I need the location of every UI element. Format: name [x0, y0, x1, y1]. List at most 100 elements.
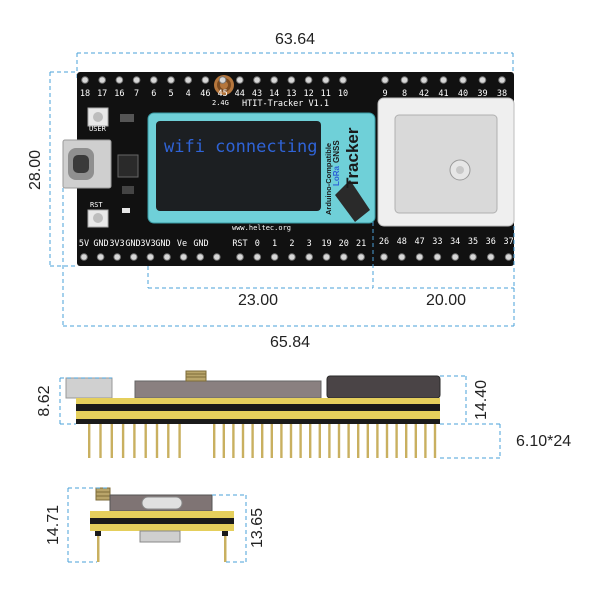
dim-side-right: 14.40 — [440, 375, 500, 425]
side-pin — [232, 424, 235, 458]
pin-hole — [400, 76, 409, 84]
pin-hole — [415, 253, 424, 261]
end-header-right — [222, 531, 228, 536]
side-gnss — [326, 375, 441, 399]
side-pin — [167, 424, 170, 458]
side-pin — [337, 424, 341, 458]
top-pin-label: 41 — [438, 89, 448, 99]
lcd-message: wifi connecting — [164, 137, 318, 157]
side-pin — [366, 424, 369, 458]
user-button-label: USER — [89, 125, 107, 133]
brand-arduino: Arduino-Compatible — [324, 143, 333, 215]
pin-hole — [439, 76, 448, 84]
side-view — [65, 370, 441, 458]
brand-gnss: GNSS — [332, 140, 341, 163]
pin-hole — [487, 253, 495, 261]
lcd-module: wifi connecting — [147, 112, 376, 224]
top-pin-label: 39 — [477, 89, 487, 99]
end-spring — [95, 487, 111, 501]
side-pin — [405, 424, 408, 458]
pin-hole — [433, 253, 442, 261]
bottom-pin-label: 26 — [379, 237, 389, 247]
side-pin — [144, 424, 147, 458]
bottom-pin-label: 1 — [272, 239, 277, 249]
pin-hole — [184, 76, 192, 84]
top-pin-label: 38 — [497, 89, 507, 99]
pin-hole — [339, 76, 347, 84]
rst-button-label: RST — [90, 201, 103, 209]
top-pin-label: 6 — [151, 89, 156, 99]
bottom-pin-label: 35 — [468, 237, 478, 247]
bottom-pin-label: 21 — [356, 239, 366, 249]
pin-hole — [236, 76, 244, 84]
board-website: www.heltec.org — [232, 224, 291, 232]
top-pin-label: 45 — [217, 89, 227, 99]
side-pin — [395, 424, 398, 458]
top-pin-label: 17 — [97, 89, 107, 99]
brand-strip: LoRa GNSS Tracker Arduino-Compatible — [324, 127, 370, 222]
dim-label-14-40: 14.40 — [473, 380, 490, 420]
bottom-pin-holes — [80, 253, 513, 261]
top-pin-label: 12 — [303, 89, 313, 99]
dim-label-13-65: 13.65 — [249, 508, 266, 548]
pin-hole — [196, 253, 204, 261]
chip-3 — [120, 114, 134, 122]
end-pin-right — [224, 536, 227, 562]
pin-hole — [304, 76, 313, 84]
pin-hole — [287, 76, 296, 84]
bottom-pin-label: GND — [155, 239, 170, 249]
pin-hole — [451, 253, 460, 261]
top-pin-holes — [81, 76, 506, 84]
dim-board-height-left: 28.00 — [27, 71, 77, 267]
side-pin — [155, 424, 159, 458]
side-pin — [385, 424, 389, 458]
side-pin — [241, 424, 245, 458]
pin-hole — [213, 253, 221, 261]
side-pcb-mid — [76, 404, 440, 411]
bottom-pin-label: 3V3 — [140, 239, 155, 249]
bottom-pin-label: 34 — [450, 237, 460, 247]
bottom-pin-label: GND — [93, 239, 108, 249]
pin-hole — [498, 76, 506, 84]
pin-hole — [150, 76, 158, 84]
top-pin-label: 13 — [286, 89, 296, 99]
top-pin-label: 14 — [269, 89, 279, 99]
dim-side-left: 8.62 — [36, 377, 112, 425]
brand-lora: LoRa — [332, 165, 341, 186]
pin-hole — [381, 76, 389, 84]
bottom-pin-label: 19 — [321, 239, 331, 249]
bottom-pin-label: Ve — [177, 239, 187, 249]
rst-button — [87, 209, 109, 228]
pin-hole — [340, 253, 348, 261]
gnss-antenna — [377, 97, 515, 227]
dim-label-28-00: 28.00 — [27, 150, 44, 190]
side-pin — [261, 424, 264, 458]
usb-c-connector — [62, 139, 112, 189]
side-pin — [328, 424, 331, 458]
end-bottom-part — [139, 530, 181, 543]
end-usb — [141, 496, 183, 510]
dim-label-8-62: 8.62 — [36, 385, 53, 416]
pin-hole — [420, 76, 428, 84]
dim-label-20-00: 20.00 — [426, 292, 466, 309]
dim-end-left: 14.71 — [45, 487, 110, 563]
side-pin — [289, 424, 293, 458]
side-pin — [99, 424, 102, 458]
pin-hole — [163, 253, 171, 261]
dim-overall-length: 65.84 — [62, 188, 515, 351]
bottom-pin-label: 48 — [397, 237, 407, 247]
end-pcb-bottom — [90, 524, 234, 531]
dim-pin-length: 6.10*24 — [440, 424, 571, 459]
pin-hole — [113, 253, 121, 261]
pin-hole — [322, 76, 330, 84]
top-pin-label: 18 — [80, 89, 90, 99]
bottom-pin-label: 47 — [414, 237, 424, 247]
dim-label-23-00: 23.00 — [238, 292, 278, 309]
pin-hole — [380, 253, 388, 261]
side-pin — [357, 424, 360, 458]
side-pin — [110, 424, 113, 458]
bottom-pin-label: 20 — [339, 239, 349, 249]
